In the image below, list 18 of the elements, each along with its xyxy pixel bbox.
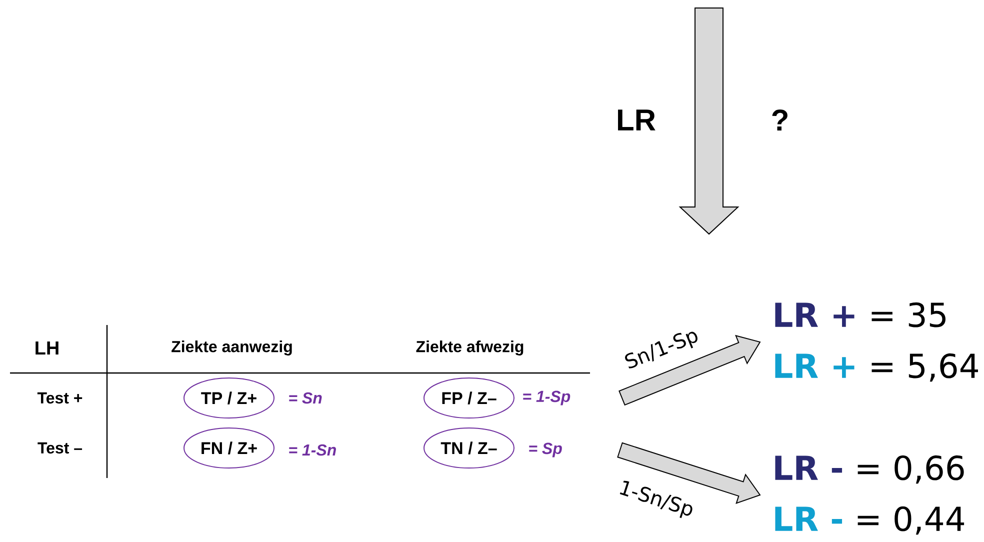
block-arrow [617, 442, 761, 504]
formula-label: = Sp [529, 442, 562, 458]
row-header: Test – [38, 442, 82, 454]
row-header: Test + [37, 392, 82, 404]
formula-label: = 1-Sp [523, 390, 570, 406]
column-header: Ziekte aanwezig [172, 340, 292, 356]
oval-label: FN / Z+ [184, 428, 274, 468]
result-text: LR + = 35 LR + = 5,64 [775, 302, 978, 382]
oval-label: TP / Z+ [184, 378, 274, 418]
arrow-label: ? [772, 110, 788, 130]
column-header: Ziekte afwezig [416, 340, 524, 356]
arrow-label: LR [618, 110, 656, 130]
table-corner-label: LH [36, 341, 58, 355]
oval-label: TN / Z– [424, 428, 514, 468]
formula-label: = Sn [289, 392, 322, 404]
formula-label: = 1-Sn [289, 444, 336, 456]
result-text: LR - = 0,66 LR - = 0,44 [775, 455, 964, 535]
oval-label: FP / Z– [424, 378, 514, 418]
